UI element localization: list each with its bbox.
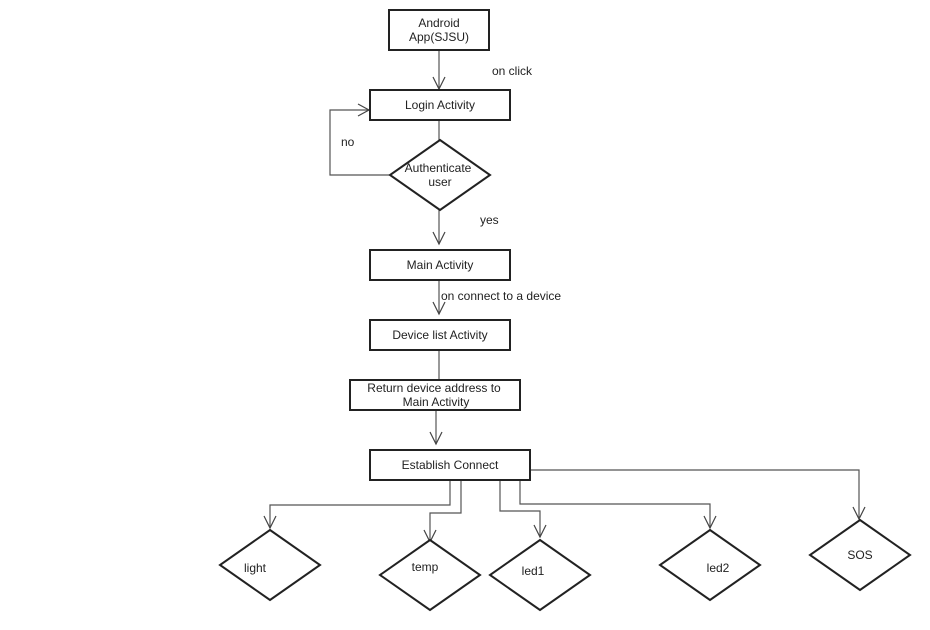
node-main-activity-label: Main Activity [407, 258, 474, 272]
edge-establish-to-sos [530, 469, 866, 521]
node-led1-label: led1 [522, 564, 545, 578]
edge-authenticate-yes [432, 210, 446, 246]
node-android-app: Android App(SJSU) [388, 9, 490, 51]
node-sos-label: SOS [847, 548, 872, 562]
label-no: no [341, 135, 355, 149]
node-light-label: light [244, 561, 267, 575]
node-authenticate-line1: Authenticate [405, 161, 472, 175]
edge-return-to-establish [429, 410, 443, 446]
node-temp-label: temp [412, 560, 439, 574]
node-led2-label: led2 [707, 561, 730, 575]
node-authenticate-line2: user [428, 175, 451, 189]
node-device-list-label: Device list Activity [392, 328, 487, 342]
node-return-address-line1: Return device address to [367, 381, 501, 395]
node-login-activity-label: Login Activity [405, 98, 475, 112]
label-on-click: on click [492, 64, 533, 78]
node-login-activity: Login Activity [369, 89, 511, 121]
edge-establish-to-light [263, 481, 451, 530]
edge-establish-to-temp [423, 481, 462, 544]
edge-main-to-device-list [432, 280, 446, 316]
label-yes: yes [480, 213, 499, 227]
edge-app-to-login [432, 50, 446, 91]
node-establish-connect-label: Establish Connect [402, 458, 499, 472]
node-led2: led2 [658, 528, 762, 602]
node-return-device-address: Return device address to Main Activity [349, 379, 521, 411]
node-led1: led1 [488, 538, 592, 612]
node-android-app-line2: App(SJSU) [409, 30, 469, 44]
node-temp: temp [378, 538, 482, 612]
edge-establish-to-led2 [519, 481, 717, 530]
node-authenticate-user: Authenticate user [388, 138, 492, 212]
node-device-list-activity: Device list Activity [369, 319, 511, 351]
node-sos: SOS [808, 518, 912, 592]
node-main-activity: Main Activity [369, 249, 511, 281]
label-on-connect: on connect to a device [441, 289, 561, 303]
node-establish-connect: Establish Connect [369, 449, 531, 481]
node-light: light [218, 528, 322, 602]
node-android-app-line1: Android [418, 16, 459, 30]
node-return-address-line2: Main Activity [403, 395, 470, 409]
edge-establish-to-led1 [499, 481, 547, 539]
